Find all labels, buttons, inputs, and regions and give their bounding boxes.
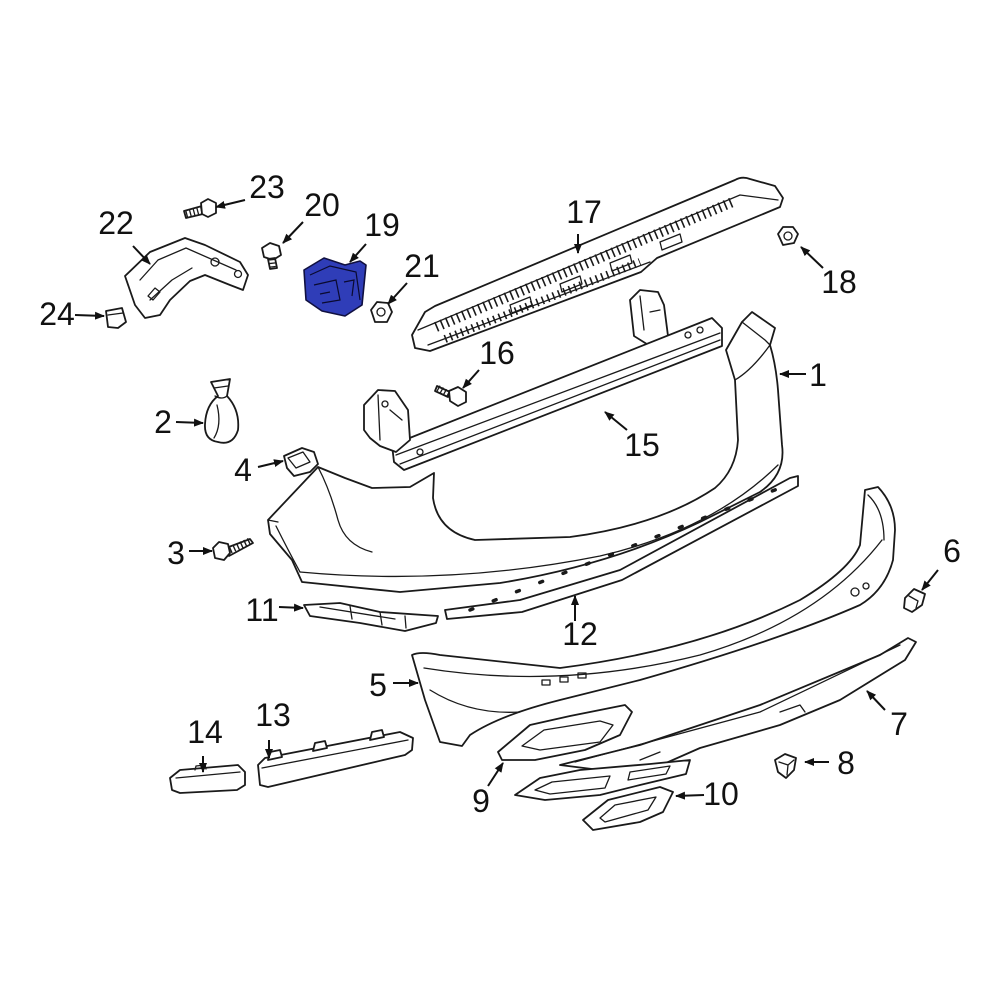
exhaust-trim-drawing-10 [582, 786, 674, 831]
callout-label-10: 10 [703, 776, 739, 812]
callout-3: 3 [167, 535, 213, 571]
callout-arrow-21 [387, 282, 408, 305]
callout-17: 17 [566, 194, 602, 254]
callout-5: 5 [369, 667, 419, 703]
callout-21: 21 [387, 248, 440, 305]
reflector-drawing-13 [257, 729, 414, 788]
callout-arrow-9 [487, 762, 504, 787]
callout-label-18: 18 [821, 264, 857, 300]
callout-label-4: 4 [234, 452, 252, 488]
callout-arrow-11 [278, 603, 304, 612]
callout-24: 24 [39, 296, 105, 332]
clip-drawing-4 [283, 447, 319, 477]
callout-label-19: 19 [364, 207, 400, 243]
callout-label-5: 5 [369, 667, 387, 703]
callout-label-6: 6 [943, 533, 961, 569]
callout-12: 12 [562, 595, 598, 652]
callout-18: 18 [800, 246, 857, 300]
callout-arrow-6 [921, 569, 939, 591]
callout-label-20: 20 [304, 187, 340, 223]
callout-arrow-7 [866, 690, 886, 711]
diffuser-drawing [514, 637, 917, 801]
callout-arrow-24 [74, 311, 105, 320]
callout-label-7: 7 [890, 706, 908, 742]
callout-label-15: 15 [624, 427, 660, 463]
callout-label-11: 11 [245, 592, 278, 628]
bumper-cover-drawing [267, 311, 784, 593]
callout-label-17: 17 [566, 194, 602, 230]
callout-10: 10 [675, 776, 739, 812]
callout-label-22: 22 [98, 205, 134, 241]
cover-bag-drawing-2 [204, 378, 240, 444]
callout-arrow-20 [282, 221, 304, 244]
callout-arrow-4 [257, 459, 284, 468]
bolt-drawing-23 [183, 198, 217, 219]
callout-label-13: 13 [255, 697, 291, 733]
callout-8: 8 [804, 745, 855, 781]
callout-20: 20 [282, 187, 340, 244]
lower-strip-drawing [444, 475, 799, 620]
callout-label-1: 1 [809, 357, 827, 393]
callout-label-21: 21 [404, 248, 440, 284]
callout-22: 22 [98, 205, 151, 265]
callout-14: 14 [187, 714, 223, 773]
callout-11: 11 [245, 592, 304, 628]
reflector-drawing-14 [169, 764, 246, 794]
callout-16: 16 [462, 335, 515, 389]
trim-strip-drawing-11 [303, 602, 439, 632]
callout-arrow-2 [175, 418, 204, 427]
callout-6: 6 [921, 533, 961, 591]
callout-1: 1 [779, 357, 827, 393]
callout-label-3: 3 [167, 535, 185, 571]
callout-arrow-10 [675, 791, 705, 800]
callout-arrow-22 [132, 245, 151, 265]
callout-label-12: 12 [562, 616, 598, 652]
callout-arrow-23 [215, 199, 246, 209]
callout-9: 9 [472, 762, 504, 819]
screw-drawing-3 [212, 537, 254, 561]
callout-label-14: 14 [187, 714, 223, 750]
callout-15: 15 [604, 411, 660, 463]
callout-arrow-19 [349, 243, 367, 263]
callout-label-16: 16 [479, 335, 515, 371]
callout-label-23: 23 [249, 169, 285, 205]
clip-drawing-8 [774, 753, 797, 779]
nut-drawing-21 [370, 301, 393, 323]
callout-label-9: 9 [472, 783, 490, 819]
bolt-drawing-16 [434, 385, 467, 407]
reinforcement-beam-drawing [363, 289, 723, 471]
callout-arrow-16 [462, 369, 480, 389]
callout-2: 2 [154, 404, 204, 440]
callout-label-24: 24 [39, 296, 75, 332]
callout-arrow-15 [604, 411, 628, 431]
grommet-drawing-24 [105, 307, 127, 329]
callout-23: 23 [215, 169, 285, 209]
callout-13: 13 [255, 697, 291, 759]
nut-drawing-right [777, 226, 799, 246]
callout-label-8: 8 [837, 745, 855, 781]
callout-7: 7 [866, 690, 908, 742]
callout-19: 19 [349, 207, 400, 263]
clip-drawing-6 [903, 588, 926, 613]
highlighted-bracket-drawing-19 [303, 257, 367, 317]
bolt-drawing-20 [261, 242, 282, 270]
callout-label-2: 2 [154, 404, 172, 440]
bracket-drawing-22 [124, 237, 249, 319]
exhaust-trim-drawing-9 [497, 704, 633, 761]
callout-arrow-18 [800, 246, 824, 269]
energy-absorber-drawing [411, 176, 784, 352]
lower-valance-drawing [411, 486, 896, 747]
callout-4: 4 [234, 452, 284, 488]
